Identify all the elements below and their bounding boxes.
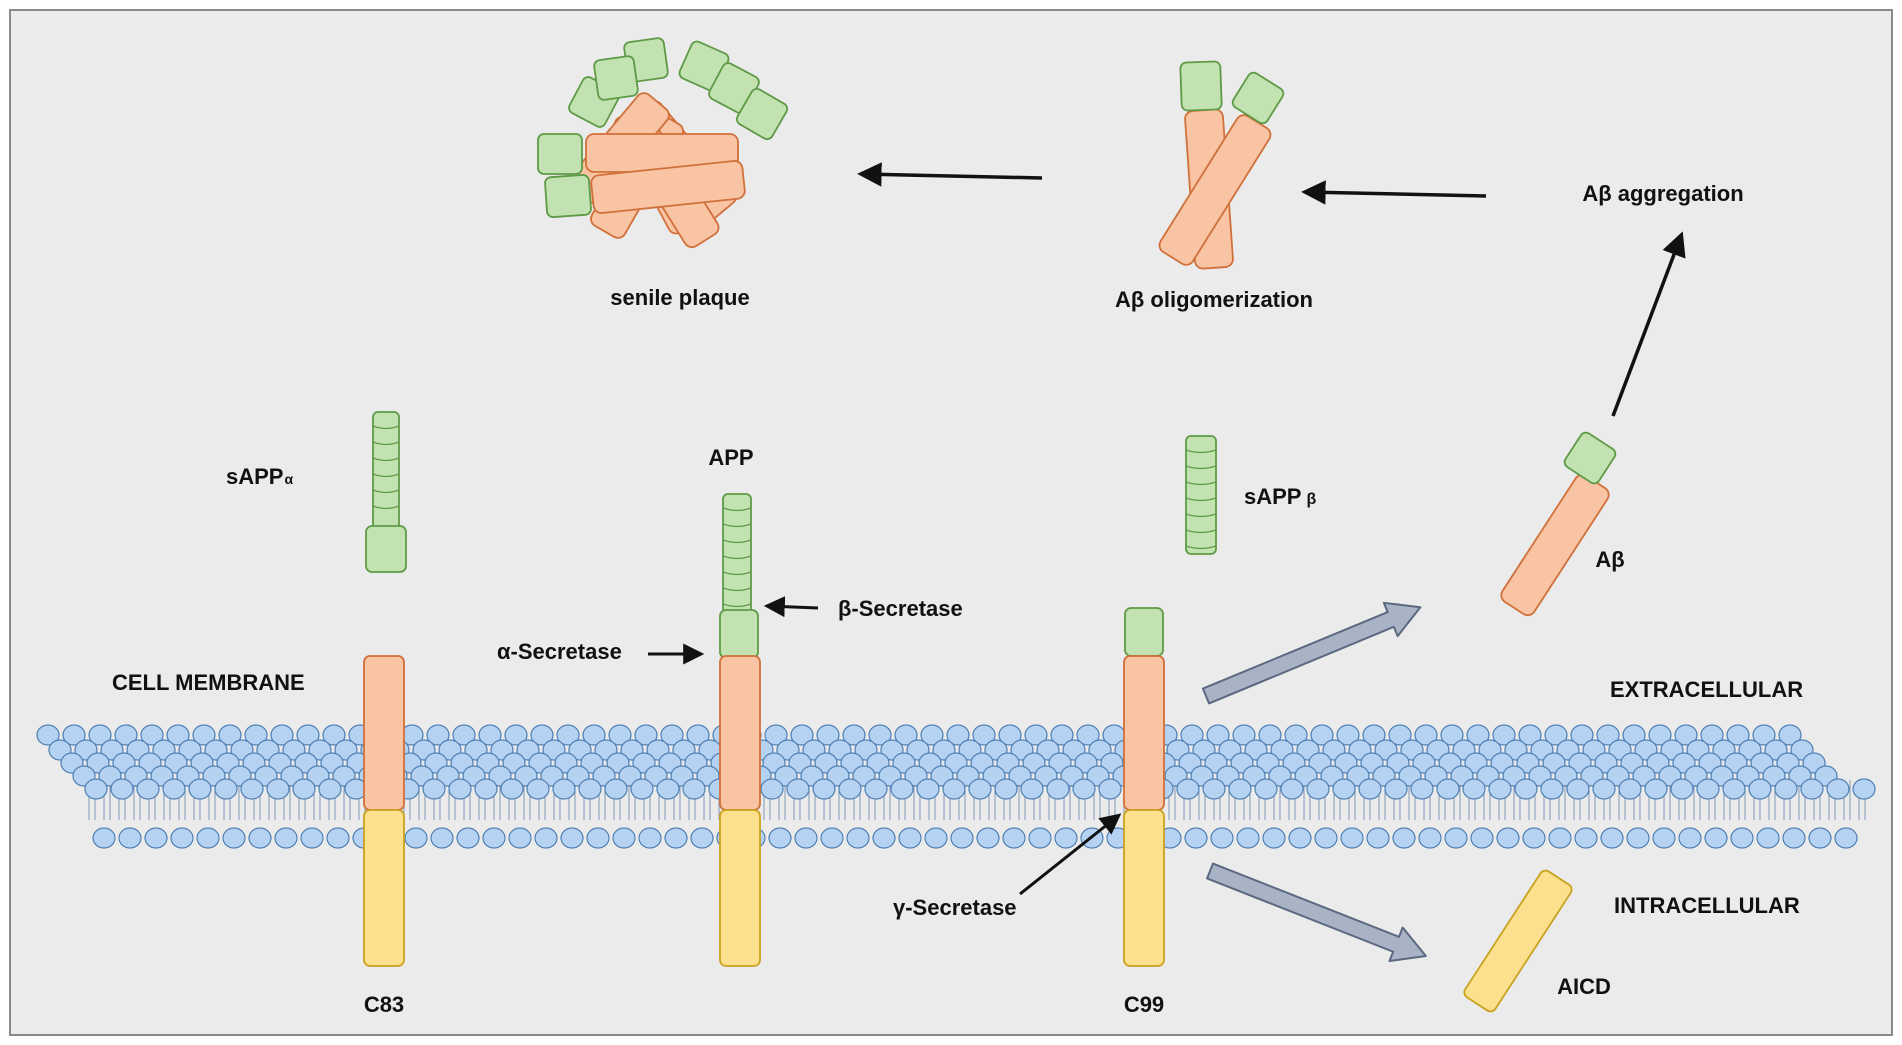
ab-oligomer [1158,60,1285,270]
arrow-aggregation-to-oligomer [1301,180,1487,205]
gamma-secretase-arrow [1019,813,1122,896]
senile-plaque-cluster [537,37,789,249]
label-gamma-secretase: γ-Secretase [893,895,1017,920]
aicd-fragment [1463,869,1573,1013]
ab-peptide [1500,431,1617,617]
label-ab: Aβ [1595,547,1624,572]
arrow-oligomer-to-plaque [857,162,1043,187]
label-beta-secretase: β-Secretase [838,596,963,621]
label-c99: C99 [1124,992,1164,1017]
label-intracellular: INTRACELLULAR [1614,893,1800,918]
label-ab-aggregation: Aβ aggregation [1582,181,1743,206]
label-cell-membrane: CELL MEMBRANE [112,670,305,695]
beta-secretase-arrow [763,596,819,618]
app-protein [719,493,761,967]
c83-fragment [363,655,405,967]
sapp-beta-fragment [1185,435,1217,555]
label-sapp-alpha: sAPPα [226,464,293,489]
label-aicd: AICD [1557,974,1611,999]
sapp-alpha-fragment [365,411,407,573]
diagram-frame [9,9,1893,1036]
label-alpha-secretase: α-Secretase [497,639,622,664]
label-extracellular: EXTRACELLULAR [1610,677,1803,702]
arrow-c99-to-ab [1201,601,1422,705]
c99-fragment [1123,607,1165,967]
label-senile-plaque: senile plaque [610,285,749,310]
label-c83: C83 [364,992,404,1017]
arrow-c99-to-aicd [1206,862,1427,963]
label-ab-oligomerization: Aβ oligomerization [1115,287,1313,312]
arrow-ab-to-aggregation [1611,231,1686,417]
label-app: APP [708,445,753,470]
